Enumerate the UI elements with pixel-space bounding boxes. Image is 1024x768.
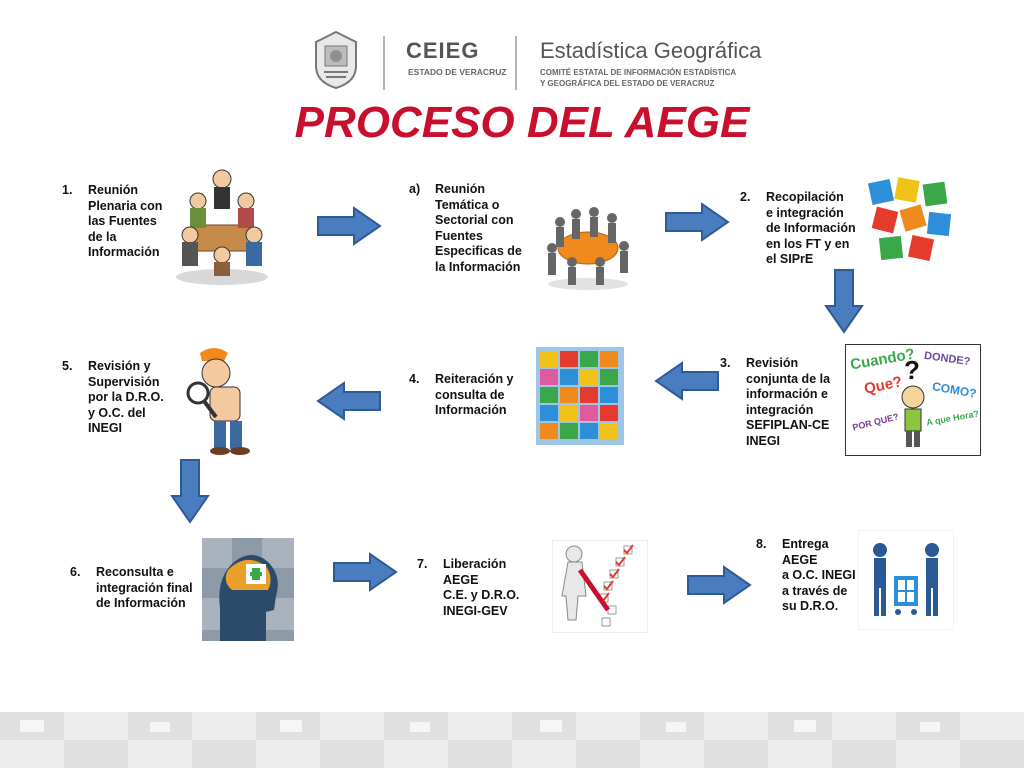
- step-5: 5. Revisión y Supervisión por la D.R.O. …: [62, 359, 182, 449]
- word-como: COMO?: [931, 379, 978, 401]
- step-4: 4. Reiteración y consulta de Información: [409, 372, 534, 422]
- alphabet-foam-mat-image: [536, 347, 624, 445]
- step-number: 2.: [740, 190, 751, 204]
- step-1: 1. Reunión Plenaria con las Fuentes de l…: [62, 183, 182, 273]
- estadistica-geografica-title: Estadística Geográfica: [540, 38, 762, 63]
- arrow-right-icon: [687, 565, 752, 605]
- arrow-left-icon: [316, 381, 381, 421]
- committee-subtitle: COMITÉ ESTATAL DE INFORMACIÓN ESTADÍSTIC…: [540, 67, 760, 89]
- step-text: Revisión y Supervisión por la D.R.O. y O…: [88, 359, 164, 435]
- step-text: Entrega AEGE a O.C. INEGI a través de su…: [782, 537, 856, 613]
- question-mark: ?: [904, 355, 920, 385]
- step-number: 1.: [62, 183, 73, 197]
- questions-image: Cuando? DONDE? ? Que? COMO? POR QUE? A q…: [845, 344, 981, 456]
- arrow-right-icon: [665, 202, 730, 242]
- puzzle-pieces-image: [866, 175, 956, 275]
- meeting-cartoon-image: [176, 169, 268, 285]
- step-2: 2. Recopilación e integración de Informa…: [740, 190, 865, 270]
- step-8: 8. Entrega AEGE a O.C. INEGI a través de…: [756, 537, 876, 617]
- header-separator: [383, 36, 385, 90]
- footer-pattern: [0, 712, 1024, 768]
- word-donde: DONDE?: [923, 349, 972, 369]
- step-text: Reconsulta e integración final de Inform…: [96, 565, 193, 610]
- step-text: Recopilación e integración de Informació…: [766, 190, 856, 266]
- step-number: 5.: [62, 359, 73, 373]
- header-separator: [515, 36, 517, 90]
- step-number: 6.: [70, 565, 81, 579]
- step-number: 4.: [409, 372, 420, 386]
- page-title: PROCESO DEL AEGE: [294, 98, 750, 147]
- arrow-down-icon: [170, 459, 210, 524]
- brain-puzzle-image: [202, 538, 294, 641]
- step-text: Liberación AEGE C.E. y D.R.O. INEGI-GEV: [443, 557, 520, 618]
- step-text: Reunión Temática o Sectorial con Fuentes…: [435, 182, 522, 274]
- step-number: 7.: [417, 557, 428, 571]
- arrow-right-icon: [317, 206, 382, 246]
- ceieg-subtitle: ESTADO DE VERACRUZ: [408, 67, 507, 77]
- detective-magnifier-image: [186, 348, 250, 455]
- delivery-people-image: [858, 530, 954, 630]
- word-a-que-hora: A que Hora?: [925, 408, 980, 428]
- ceieg-logo-text: CEIEG: [406, 38, 480, 63]
- arrow-right-icon: [333, 552, 398, 592]
- step-7: 7. Liberación AEGE C.E. y D.R.O. INEGI-G…: [417, 557, 542, 627]
- step-6: 6. Reconsulta e integración final de Inf…: [70, 565, 200, 615]
- step-number: 3.: [720, 356, 731, 370]
- step-3: 3. Revisión conjunta de la información e…: [720, 356, 845, 456]
- committee-subtitle-line1: COMITÉ ESTATAL DE INFORMACIÓN ESTADÍSTIC…: [540, 68, 737, 77]
- word-porque: POR QUE?: [851, 411, 900, 433]
- step-text: Reiteración y consulta de Información: [435, 372, 514, 417]
- round-table-image: [547, 207, 629, 290]
- step-number: a): [409, 182, 421, 196]
- step-number: 8.: [756, 537, 767, 551]
- step-text: Revisión conjunta de la información e in…: [746, 356, 831, 448]
- checklist-image: [552, 540, 648, 633]
- step-text: Reunión Plenaria con las Fuentes de la I…: [88, 183, 163, 259]
- thinking-person-icon: [901, 385, 925, 447]
- arrow-down-icon: [824, 269, 864, 334]
- arrow-left-icon: [654, 361, 719, 401]
- committee-subtitle-line2: Y GEOGRÁFICA DEL ESTADO DE VERACRUZ: [540, 79, 715, 88]
- step-a: a) Reunión Temática o Sectorial con Fuen…: [409, 182, 534, 282]
- veracruz-seal-logo: [315, 30, 357, 90]
